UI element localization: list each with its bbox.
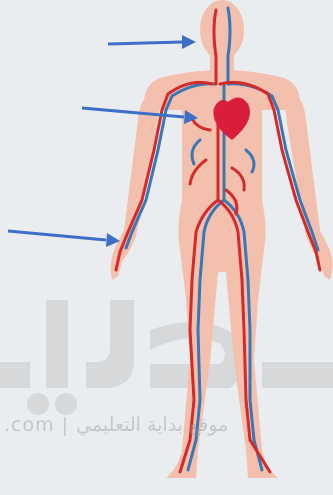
body-silhouette <box>111 0 333 478</box>
arrow-head-vessels <box>108 35 196 49</box>
watermark-logo <box>0 300 333 415</box>
pointer-arrows <box>8 35 198 247</box>
watermark-text: .com | موقع بداية التعليمي <box>0 414 333 436</box>
arrow-wrist-vessels <box>8 231 120 247</box>
